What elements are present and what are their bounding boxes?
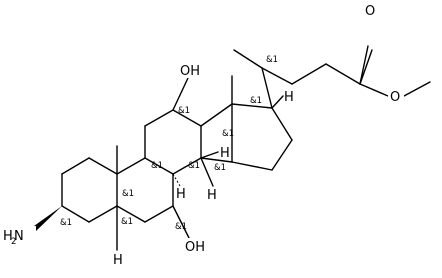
amine-n-label: H <box>3 229 13 244</box>
stereo-c17: &1 <box>250 96 262 106</box>
substituent-bonds <box>34 77 284 251</box>
h-c14-label: H <box>207 188 217 203</box>
stereo-c20: &1 <box>266 55 278 65</box>
stereo-c14: &1 <box>214 163 226 173</box>
angular-methyls <box>116 75 233 175</box>
stereo-c13: &1 <box>222 129 234 139</box>
h-c17-label: H <box>284 90 294 105</box>
hydroxyl-top-label: OH <box>180 64 200 79</box>
methoxy-oxygen-label: O <box>390 90 400 105</box>
stereo-c9: &1 <box>151 161 163 171</box>
carbonyl-oxygen-label: O <box>365 4 375 19</box>
atom-labels: OH OH H N 2 O O <box>2 2 404 255</box>
stereo-c7: &1 <box>175 222 187 232</box>
h-c8-label: H <box>220 146 230 161</box>
ring-b <box>116 157 174 223</box>
stereo-c10: &1 <box>122 189 134 199</box>
stereo-labels: &1 &1 &1 &1 &1 &1 &1 &1 &1 &1 &1 <box>60 55 278 232</box>
ring-d <box>200 103 293 171</box>
stereo-c8: &1 <box>188 161 200 171</box>
hydroxyl-bottom-label: OH <box>185 240 205 255</box>
h-c5-label: H <box>113 253 123 268</box>
ring-c <box>144 109 202 175</box>
ring-a <box>61 157 118 223</box>
amine-subscript: 2 <box>11 237 16 247</box>
side-chain <box>233 45 431 109</box>
hydrogen-labels: H H H H H <box>113 90 294 268</box>
amine-n-atom: N <box>14 229 24 244</box>
stereo-c3: &1 <box>60 218 72 228</box>
stereo-c5: &1 <box>121 217 133 227</box>
h-c9-label: H <box>176 187 186 202</box>
stereo-c12: &1 <box>178 106 190 116</box>
